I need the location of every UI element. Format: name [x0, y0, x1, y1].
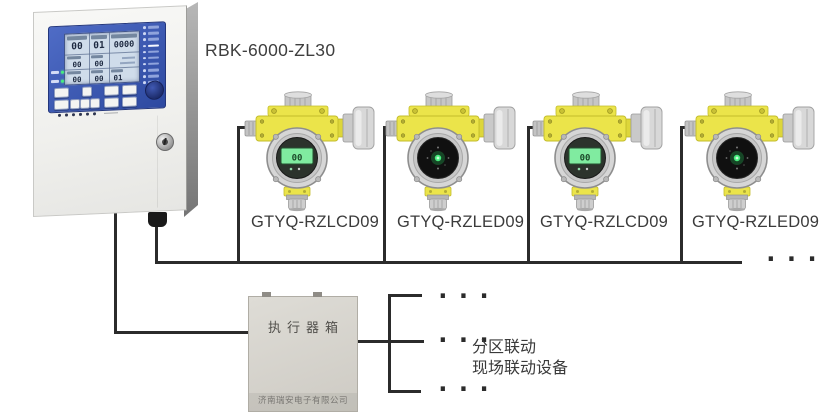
run-led: [61, 79, 64, 83]
actuator-box-company: 济南瑞安电子有限公司: [257, 396, 348, 406]
panel-button: [54, 87, 69, 99]
linkage-caption: 分区联动 现场联动设备: [472, 336, 568, 378]
buzzer: [145, 80, 164, 101]
detector-2-led: [384, 90, 516, 212]
detector-1-lcd: [243, 90, 375, 212]
lcd-header: [67, 70, 81, 75]
lcd-header: [67, 35, 87, 41]
lcd-value: 00: [94, 73, 104, 84]
lcd-header: [67, 55, 81, 60]
wire-panel-drop: [155, 225, 158, 263]
wire-bus: [155, 261, 742, 264]
door-seam: [157, 115, 158, 208]
mount-tab: [262, 292, 271, 297]
bracket-ellipsis-top: ...: [435, 275, 497, 305]
wire-riser-1: [237, 126, 240, 264]
panel-button: [122, 84, 137, 96]
lcd-text-line: [120, 61, 135, 64]
lcd-header: [111, 32, 137, 39]
indicator-row: [143, 62, 163, 66]
power-led: [61, 70, 64, 74]
indicator-row-active: [143, 44, 163, 48]
lcd-header: [111, 68, 123, 73]
indicator-row: [143, 56, 163, 60]
indicator-row: [143, 37, 163, 42]
bus-ellipsis: ...: [763, 238, 825, 268]
status-indicator-column: [143, 25, 163, 84]
channel-led: [86, 112, 89, 116]
control-panel: 00 01 0000 00 00 00 00 01: [48, 21, 166, 114]
run-led-row: [51, 79, 64, 84]
mount-tab: [313, 292, 322, 297]
panel-button: [122, 96, 137, 108]
panel-button: [90, 98, 100, 109]
panel-button: [104, 85, 119, 96]
bracket-ellipsis-mid: ...: [435, 319, 497, 349]
lcd-header: [91, 54, 103, 59]
indicator-row: [143, 31, 163, 36]
strip-dash: [104, 112, 118, 115]
channel-led: [72, 113, 75, 117]
lcd-value: 00: [72, 74, 82, 85]
lcd-header: [91, 34, 107, 40]
channel-led: [65, 113, 68, 117]
indicator-row: [143, 50, 163, 54]
wire-actuator-h: [114, 331, 250, 334]
lcd-value: 00: [72, 59, 82, 70]
lcd-value: 00: [94, 58, 104, 69]
panel-button: [70, 98, 80, 110]
lcd-value: 01: [113, 73, 123, 83]
detector-1-label: GTYQ-RZLCD09: [251, 213, 380, 231]
wire-actuator-drop: [114, 213, 117, 334]
led-label-bar: [51, 80, 59, 83]
cabinet-side-panel: [184, 2, 198, 217]
actuator-box-footer: [249, 393, 357, 411]
wire-riser-3: [527, 126, 530, 264]
indicator-row: [143, 25, 163, 29]
wire-riser-4: [680, 126, 683, 264]
bracket-ellipsis-bottom: ...: [435, 368, 497, 398]
lcd-value-address: 01: [93, 39, 105, 52]
panel-lcd: 00 01 0000 00 00 00 00 01: [64, 30, 140, 86]
actuator-box: 执行器箱 济南瑞安电子有限公司: [248, 292, 358, 412]
panel-button: [80, 98, 90, 109]
lcd-header: [91, 69, 103, 74]
indicator-row: [143, 74, 163, 78]
wire-bracket-v: [388, 294, 391, 393]
detector-4-label: GTYQ-RZLED09: [692, 213, 820, 231]
linkage-line-1: 分区联动: [472, 337, 537, 356]
lcd-text-line: [122, 56, 135, 60]
wire-riser-2: [383, 126, 386, 264]
panel-button: [82, 86, 92, 97]
detector-2-label: GTYQ-RZLED09: [397, 213, 525, 231]
actuator-box-title: 执行器箱: [267, 321, 344, 336]
lcd-value-reading: 0000: [113, 39, 135, 51]
lcd-value-channels: 00: [71, 40, 83, 53]
panel-button: [54, 99, 69, 111]
door-lock: [156, 133, 174, 151]
cable-gland: [148, 212, 167, 227]
controller-model-label: RBK-6000-ZL30: [205, 40, 336, 60]
linkage-line-2: 现场联动设备: [472, 358, 569, 377]
channel-led: [93, 112, 96, 116]
detector-3-lcd: [531, 90, 663, 212]
panel-button: [104, 97, 119, 108]
power-led-row: [51, 70, 64, 75]
channel-led: [58, 113, 61, 117]
wire-bracket-top: [388, 294, 422, 297]
led-label-bar: [51, 71, 59, 74]
detector-3-label: GTYQ-RZLCD09: [540, 213, 669, 231]
controller-cabinet: 00 01 0000 00 00 00 00 01: [33, 5, 187, 217]
channel-led: [79, 112, 82, 116]
detector-4-led: [683, 90, 815, 212]
indicator-row: [143, 68, 163, 72]
wire-bracket-bottom: [388, 390, 421, 393]
